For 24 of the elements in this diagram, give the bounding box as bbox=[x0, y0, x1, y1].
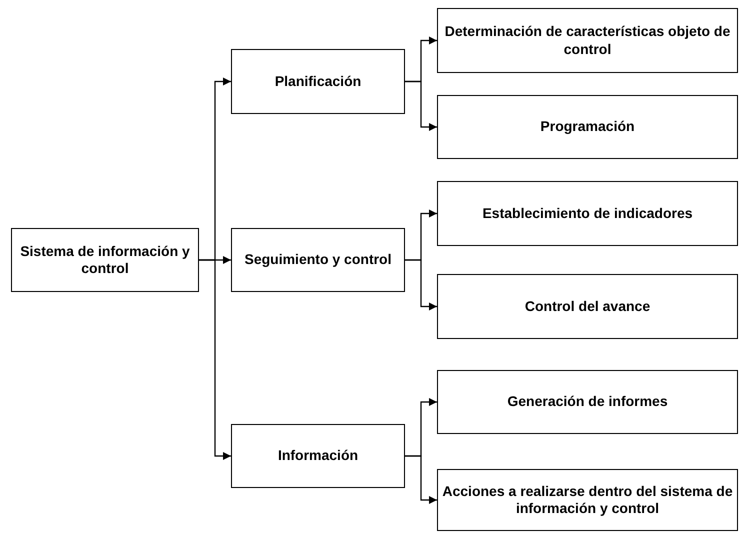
box-label: Determinación de características objeto de control bbox=[444, 23, 732, 58]
arrow bbox=[405, 259, 437, 310]
box-label: Control del avance bbox=[524, 298, 650, 316]
box-label: Establecimiento de indicadores bbox=[482, 204, 693, 222]
arrow bbox=[405, 80, 437, 131]
box-label: Acciones a realizarse dentro del sistema de información y control bbox=[442, 482, 733, 518]
process-box bbox=[11, 228, 199, 292]
process-box bbox=[231, 49, 405, 114]
process-box bbox=[231, 424, 405, 488]
arrow bbox=[405, 455, 437, 504]
process-box bbox=[231, 228, 405, 292]
box-label: Información bbox=[278, 447, 358, 465]
process-box bbox=[437, 469, 738, 531]
process-box bbox=[437, 370, 738, 434]
box-label: Sistema de información y control bbox=[19, 242, 191, 278]
box-label: Programación bbox=[540, 118, 635, 136]
box-label: Seguimiento y control bbox=[244, 251, 392, 269]
box-label: Planificación bbox=[274, 72, 362, 90]
process-box bbox=[437, 274, 738, 339]
process-box bbox=[437, 181, 738, 246]
process-box bbox=[437, 95, 738, 159]
arrow bbox=[199, 259, 231, 460]
process-box bbox=[437, 8, 738, 73]
box-label: Generación de informes bbox=[507, 393, 668, 411]
